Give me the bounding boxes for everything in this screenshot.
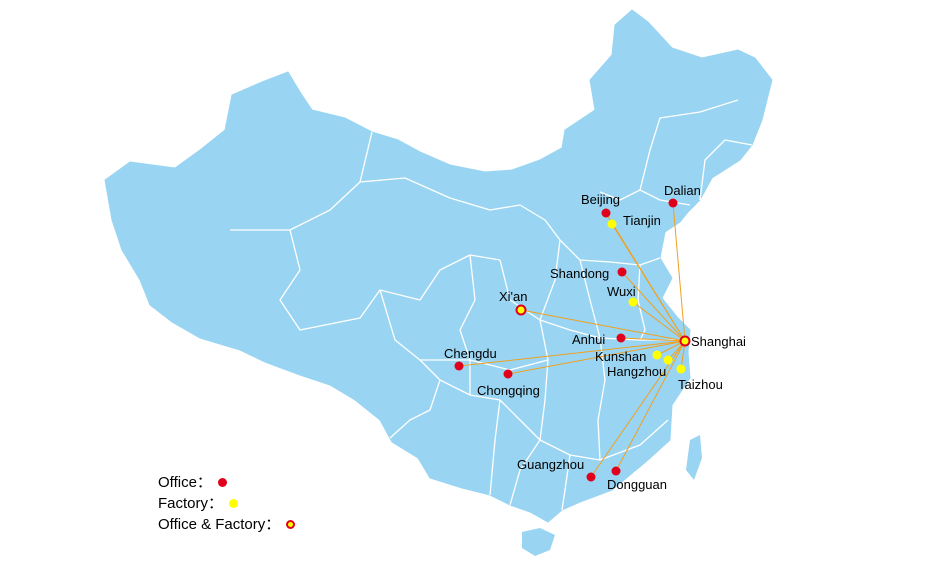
- legend-factory: Factory：: [158, 493, 295, 514]
- legend-office-factory-label: Office & Factory：: [158, 516, 281, 533]
- route-tianjin: [611, 223, 686, 342]
- route-shandong: [621, 271, 686, 342]
- office-factory-marker-icon: [286, 520, 296, 529]
- legend-factory-label: Factory：: [158, 495, 224, 512]
- legend-office: Office：: [158, 472, 295, 493]
- route-lines: [458, 202, 686, 478]
- marker-hangzhou: [663, 355, 673, 365]
- label-chengdu: Chengdu: [444, 346, 497, 361]
- marker-chengdu: [454, 361, 464, 371]
- marker-chongqing: [503, 369, 513, 379]
- route-chongqing: [507, 340, 686, 375]
- label-shandong: Shandong: [550, 266, 609, 281]
- map-legend: Office： Factory： Office & Factory：: [158, 472, 296, 535]
- marker-wuxi: [628, 297, 638, 307]
- label-tianjin: Tianjin: [623, 213, 661, 228]
- legend-office-factory: Office & Factory：: [158, 514, 296, 535]
- marker-anhui: [616, 333, 626, 343]
- marker-dongguan: [611, 466, 621, 476]
- marker-taizhou: [676, 364, 686, 374]
- marker-shandong: [617, 267, 627, 277]
- label-shanghai: Shanghai: [691, 334, 746, 349]
- label-dalian: Dalian: [664, 183, 701, 198]
- marker-xi-an: [515, 304, 527, 316]
- route-wuxi: [632, 301, 686, 342]
- taiwan-island: [686, 435, 702, 480]
- legend-office-label: Office：: [158, 474, 212, 491]
- marker-guangzhou: [586, 472, 596, 482]
- city-markers: [454, 198, 691, 482]
- marker-kunshan: [652, 350, 662, 360]
- label-kunshan: Kunshan: [595, 349, 646, 364]
- label-beijing: Beijing: [581, 192, 620, 207]
- label-chongqing: Chongqing: [477, 383, 540, 398]
- marker-beijing: [601, 208, 611, 218]
- label-anhui: Anhui: [572, 332, 605, 347]
- office-marker-icon: [217, 478, 227, 487]
- route-chengdu: [458, 340, 686, 367]
- marker-tianjin: [607, 219, 617, 229]
- factory-marker-icon: [229, 499, 239, 508]
- label-guangzhou: Guangzhou: [517, 457, 584, 472]
- route-xi-an: [520, 309, 686, 342]
- label-taizhou: Taizhou: [678, 377, 723, 392]
- marker-shanghai: [679, 335, 691, 347]
- label-dongguan: Dongguan: [607, 477, 667, 492]
- label-hangzhou: Hangzhou: [607, 364, 666, 379]
- route-dongguan: [615, 340, 686, 472]
- label-xi-an: Xi'an: [499, 289, 528, 304]
- route-anhui: [620, 337, 686, 342]
- marker-dalian: [668, 198, 678, 208]
- china-landmass: [104, 9, 773, 523]
- province-borders: [230, 99, 753, 511]
- label-wuxi: Wuxi: [607, 284, 636, 299]
- route-dalian: [672, 202, 686, 342]
- hainan-island: [522, 528, 555, 556]
